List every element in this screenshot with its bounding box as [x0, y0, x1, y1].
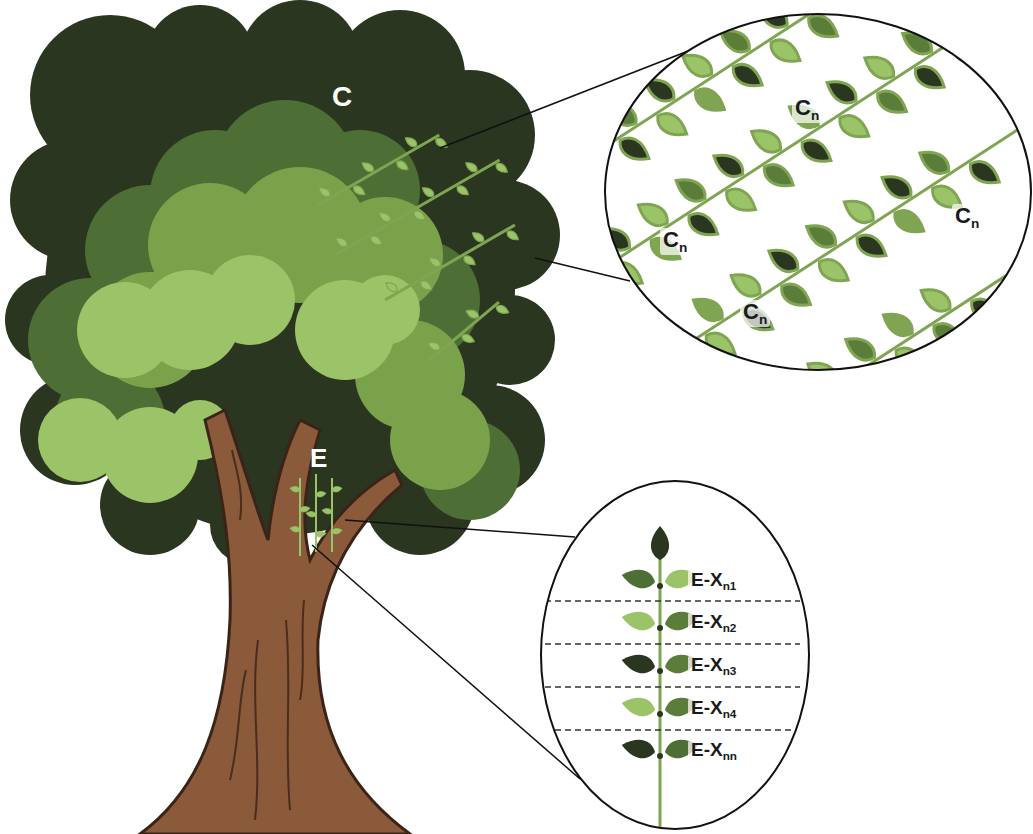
region-letter: C: [332, 82, 352, 113]
callout-label: Cn: [792, 96, 822, 123]
segment-label: E-Xnn: [688, 740, 740, 763]
callout-label: Cn: [952, 204, 982, 231]
callout-label: Cn: [740, 300, 770, 327]
segment-label: E-Xn2: [688, 612, 739, 635]
region-letter: E: [310, 444, 327, 473]
segment-label: E-Xn4: [688, 698, 739, 721]
segment-label: E-Xn1: [688, 570, 739, 593]
segment-label: E-Xn3: [688, 655, 739, 678]
callout-label: Cn: [660, 228, 690, 255]
